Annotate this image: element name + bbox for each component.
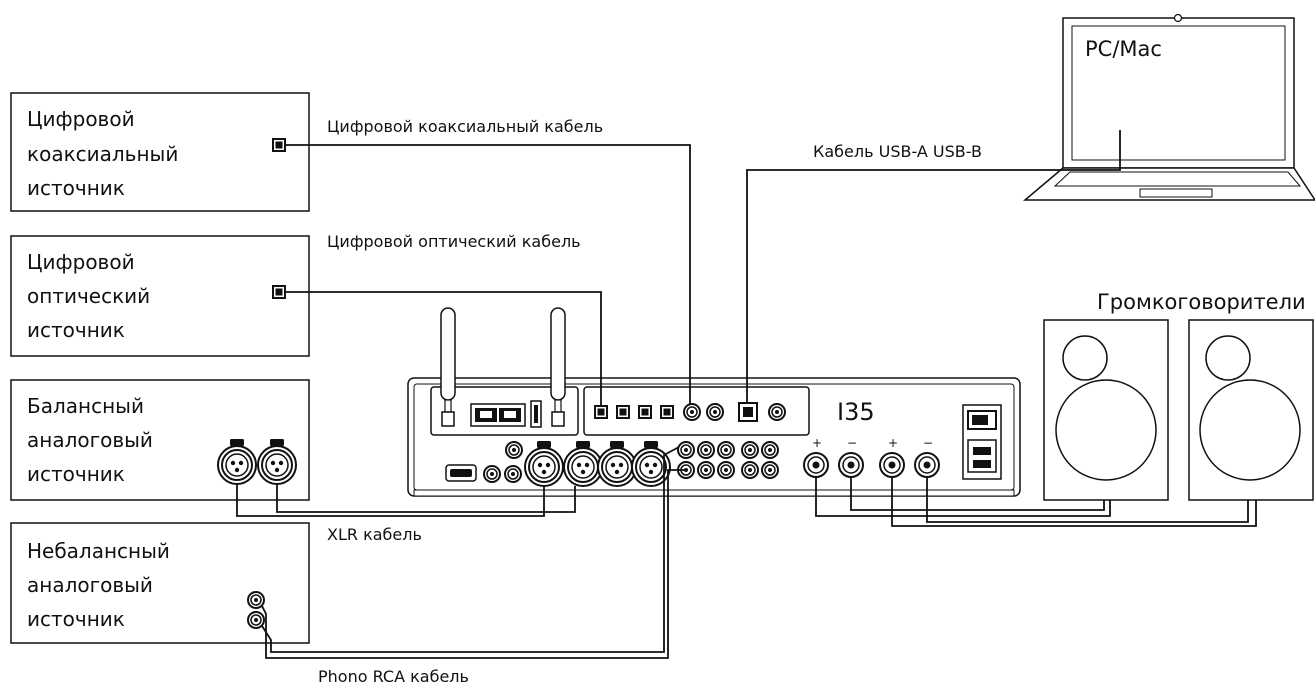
xlr-cable-left xyxy=(236,484,545,517)
trigger-jack-1-icon xyxy=(483,465,501,483)
rca-input-icon xyxy=(697,441,715,459)
coaxial-input-1-icon xyxy=(683,403,701,421)
trigger-jack-2-icon xyxy=(504,465,522,483)
usb-a-port-icon xyxy=(530,400,542,428)
ir-jack-icon xyxy=(505,441,523,459)
rca-output-right-icon xyxy=(247,611,265,629)
rca-input-icon xyxy=(717,441,735,459)
rca-input-icon xyxy=(677,441,695,459)
rca-output-icon xyxy=(761,441,779,459)
optical-cable-label: Цифровой оптический кабель xyxy=(327,232,581,251)
source-label-line: источник xyxy=(27,176,125,200)
coaxial-output-jack-icon xyxy=(272,138,286,152)
rca-output-icon xyxy=(761,461,779,479)
source-label-line: аналоговый xyxy=(27,428,153,452)
power-inlet-icon xyxy=(967,439,997,473)
xlr-cable-label: XLR кабель xyxy=(327,525,422,544)
rca-cable-left xyxy=(261,469,686,659)
source-label-line: источник xyxy=(27,462,125,486)
coaxial-input-2-icon xyxy=(706,403,724,421)
source-label-line: аналоговый xyxy=(27,573,153,597)
optical-input-2-icon xyxy=(616,405,630,419)
speaker-cable-left-pos xyxy=(815,477,1111,517)
ethernet-ports-icon xyxy=(470,403,526,427)
rca-output-left-icon xyxy=(247,591,265,609)
rs232-port-icon xyxy=(445,464,477,482)
polarity-label: − xyxy=(847,436,857,450)
ground-terminal-icon xyxy=(768,403,786,421)
rca-output-icon xyxy=(741,441,759,459)
polarity-label: − xyxy=(923,436,933,450)
speaker-terminal-left-negative-icon xyxy=(838,452,864,478)
rca-output-icon xyxy=(741,461,759,479)
source-label-line: Балансный xyxy=(27,394,144,418)
optical-cable xyxy=(286,291,602,405)
speaker-terminal-right-positive-icon xyxy=(879,452,905,478)
optical-input-3-icon xyxy=(638,405,652,419)
polarity-label: + xyxy=(812,436,822,450)
source-label-line: Небалансный xyxy=(27,539,170,563)
source-box-balanced: Балансный аналоговый источник xyxy=(10,379,310,501)
coaxial-cable-label: Цифровой коаксиальный кабель xyxy=(327,117,603,136)
polarity-label: + xyxy=(888,436,898,450)
rca-cable-label: Phono RCA кабель xyxy=(318,667,469,686)
speaker-cable-right-neg xyxy=(926,477,1249,523)
source-box-unbalanced: Небалансный аналоговый источник xyxy=(10,522,310,644)
speakers-label: Громкоговорители xyxy=(1097,290,1306,314)
rca-input-icon xyxy=(717,461,735,479)
usb-b-port-icon xyxy=(738,402,758,422)
speaker-right-icon xyxy=(1188,319,1314,501)
antenna-right-icon xyxy=(550,307,566,427)
cables xyxy=(236,130,1257,659)
source-box-optical: Цифровой оптический источник xyxy=(10,235,310,357)
speaker-left-icon xyxy=(1043,319,1169,501)
speaker-cable-right-pos xyxy=(891,477,1257,527)
speaker-terminal-right-negative-icon xyxy=(914,452,940,478)
rca-input-icon xyxy=(697,461,715,479)
coaxial-cable xyxy=(286,144,691,404)
laptop-icon: PC/Mac xyxy=(1022,13,1315,201)
source-label-line: коаксиальный xyxy=(27,142,178,166)
usb-cable-label: Кабель USB-A USB-B xyxy=(813,142,982,161)
optical-input-1-icon xyxy=(594,405,608,419)
speaker-cable-left-neg xyxy=(850,477,1105,511)
computer-label: PC/Mac xyxy=(1085,37,1162,61)
source-label-line: Цифровой xyxy=(27,107,135,131)
speaker-terminal-left-positive-icon xyxy=(803,452,829,478)
optical-input-4-icon xyxy=(660,405,674,419)
source-label-line: источник xyxy=(27,607,125,631)
source-label-line: оптический xyxy=(27,284,150,308)
source-box-coaxial: Цифровой коаксиальный источник xyxy=(10,92,310,212)
optical-output-jack-icon xyxy=(272,285,286,299)
rca-cable-right xyxy=(261,446,680,653)
source-label-line: источник xyxy=(27,318,125,342)
usb-cable xyxy=(746,130,1121,403)
antenna-left-icon xyxy=(440,307,456,427)
amplifier-rear-panel: I35 xyxy=(407,307,1021,497)
source-label-line: Цифровой xyxy=(27,250,135,274)
xlr-cable-right xyxy=(276,484,576,513)
model-label: I35 xyxy=(837,398,875,426)
